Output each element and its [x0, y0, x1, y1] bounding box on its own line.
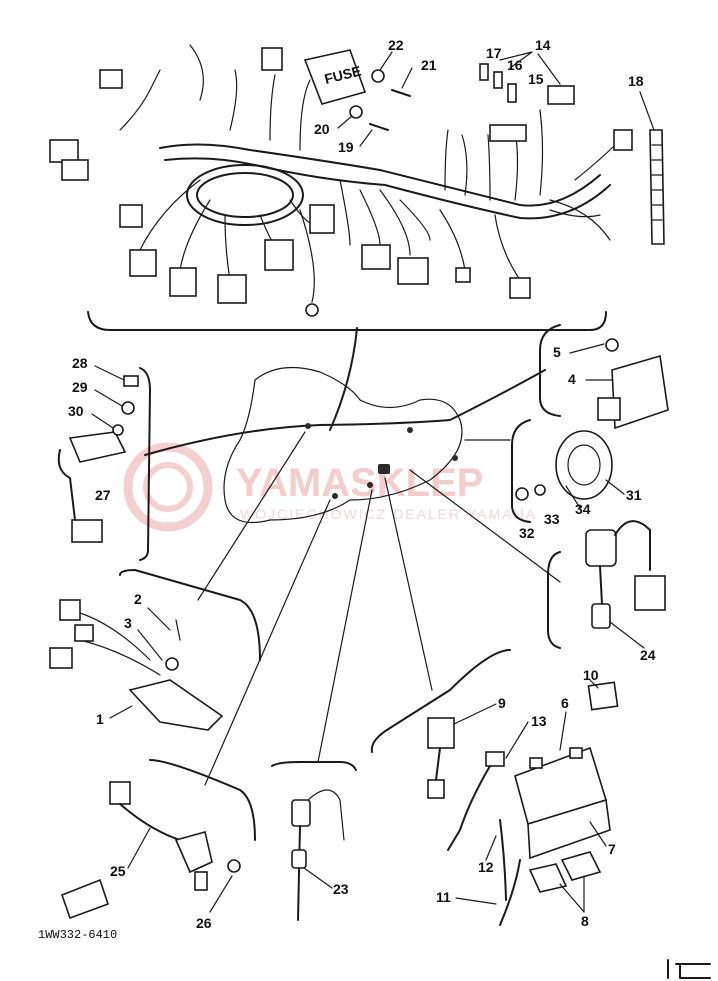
bracket-31	[511, 419, 531, 523]
fuse-part-16	[493, 71, 503, 89]
callout-31: 31	[626, 487, 642, 503]
callout-11: 11	[436, 889, 451, 905]
bracket-23	[271, 761, 357, 771]
drawing-code: 1WW332-6410	[38, 928, 117, 942]
switch-23	[291, 789, 345, 921]
screw-21-icon	[391, 89, 411, 97]
washer-20-icon	[349, 105, 363, 119]
watermark: YAMASKLEP WOJCIECHOWICZ DEALER YAMAHA	[123, 442, 537, 532]
callout-19: 19	[338, 139, 354, 155]
fuse-part-17	[479, 63, 489, 81]
switch-24	[585, 520, 666, 629]
watermark-logo-icon	[123, 442, 213, 532]
callout-3: 3	[124, 615, 132, 631]
callout-33: 33	[544, 511, 560, 527]
harness-group-bracket	[87, 311, 607, 331]
corner-mark-icon	[667, 959, 711, 979]
callout-12: 12	[478, 859, 494, 875]
callout-27: 27	[95, 487, 111, 503]
cable-12	[499, 819, 507, 901]
unit-4	[597, 338, 669, 430]
watermark-subtitle: WOJCIECHOWICZ DEALER YAMAHA	[240, 506, 537, 522]
callout-7: 7	[608, 841, 616, 857]
relay-27	[57, 375, 139, 543]
cable-9	[427, 717, 455, 799]
callout-9: 9	[498, 695, 506, 711]
callout-6: 6	[561, 695, 569, 711]
sensor-25	[60, 781, 241, 920]
callout-26: 26	[196, 915, 212, 931]
callout-2: 2	[134, 591, 142, 607]
callout-15: 15	[528, 71, 544, 87]
bracket-4	[539, 324, 561, 417]
wire-harness	[49, 44, 633, 317]
fuse-part-15	[507, 83, 517, 103]
pad-8a	[528, 863, 568, 893]
bracket-24	[547, 551, 561, 649]
callout-17: 17	[486, 45, 502, 61]
callout-14: 14	[535, 37, 551, 53]
callout-10: 10	[583, 667, 599, 683]
callout-29: 29	[72, 379, 88, 395]
fuse-box: FUSE	[303, 49, 367, 105]
callout-24: 24	[640, 647, 656, 663]
callout-leaders	[91, 51, 655, 913]
bracket-battery	[370, 649, 511, 753]
callout-21: 21	[421, 57, 437, 73]
washer-22-icon	[371, 69, 385, 83]
cable-11	[499, 859, 521, 926]
battery-6	[514, 746, 611, 860]
callout-20: 20	[314, 121, 330, 137]
callout-28: 28	[72, 355, 88, 371]
callout-22: 22	[388, 37, 404, 53]
horn-31	[515, 430, 613, 501]
pad-8b	[560, 851, 602, 881]
callout-30: 30	[68, 403, 84, 419]
bracket-1	[119, 569, 261, 661]
bracket-27	[139, 367, 151, 561]
callout-23: 23	[333, 881, 349, 897]
callout-34: 34	[575, 501, 591, 517]
callout-8: 8	[581, 913, 589, 929]
battery-cap-10	[587, 681, 619, 711]
callout-18: 18	[628, 73, 644, 89]
screw-19-icon	[369, 123, 389, 131]
callout-1: 1	[96, 711, 104, 727]
bracket-25	[149, 759, 256, 841]
leader-lines	[197, 431, 561, 786]
callout-32: 32	[519, 525, 535, 541]
callout-4: 4	[568, 371, 576, 387]
cable-tie-18	[649, 129, 665, 245]
callout-5: 5	[553, 344, 561, 360]
rectifier-1	[49, 599, 224, 731]
callout-25: 25	[110, 863, 126, 879]
watermark-brand: YAMASKLEP	[236, 461, 483, 505]
cable-13	[447, 751, 505, 851]
callout-13: 13	[531, 713, 547, 729]
